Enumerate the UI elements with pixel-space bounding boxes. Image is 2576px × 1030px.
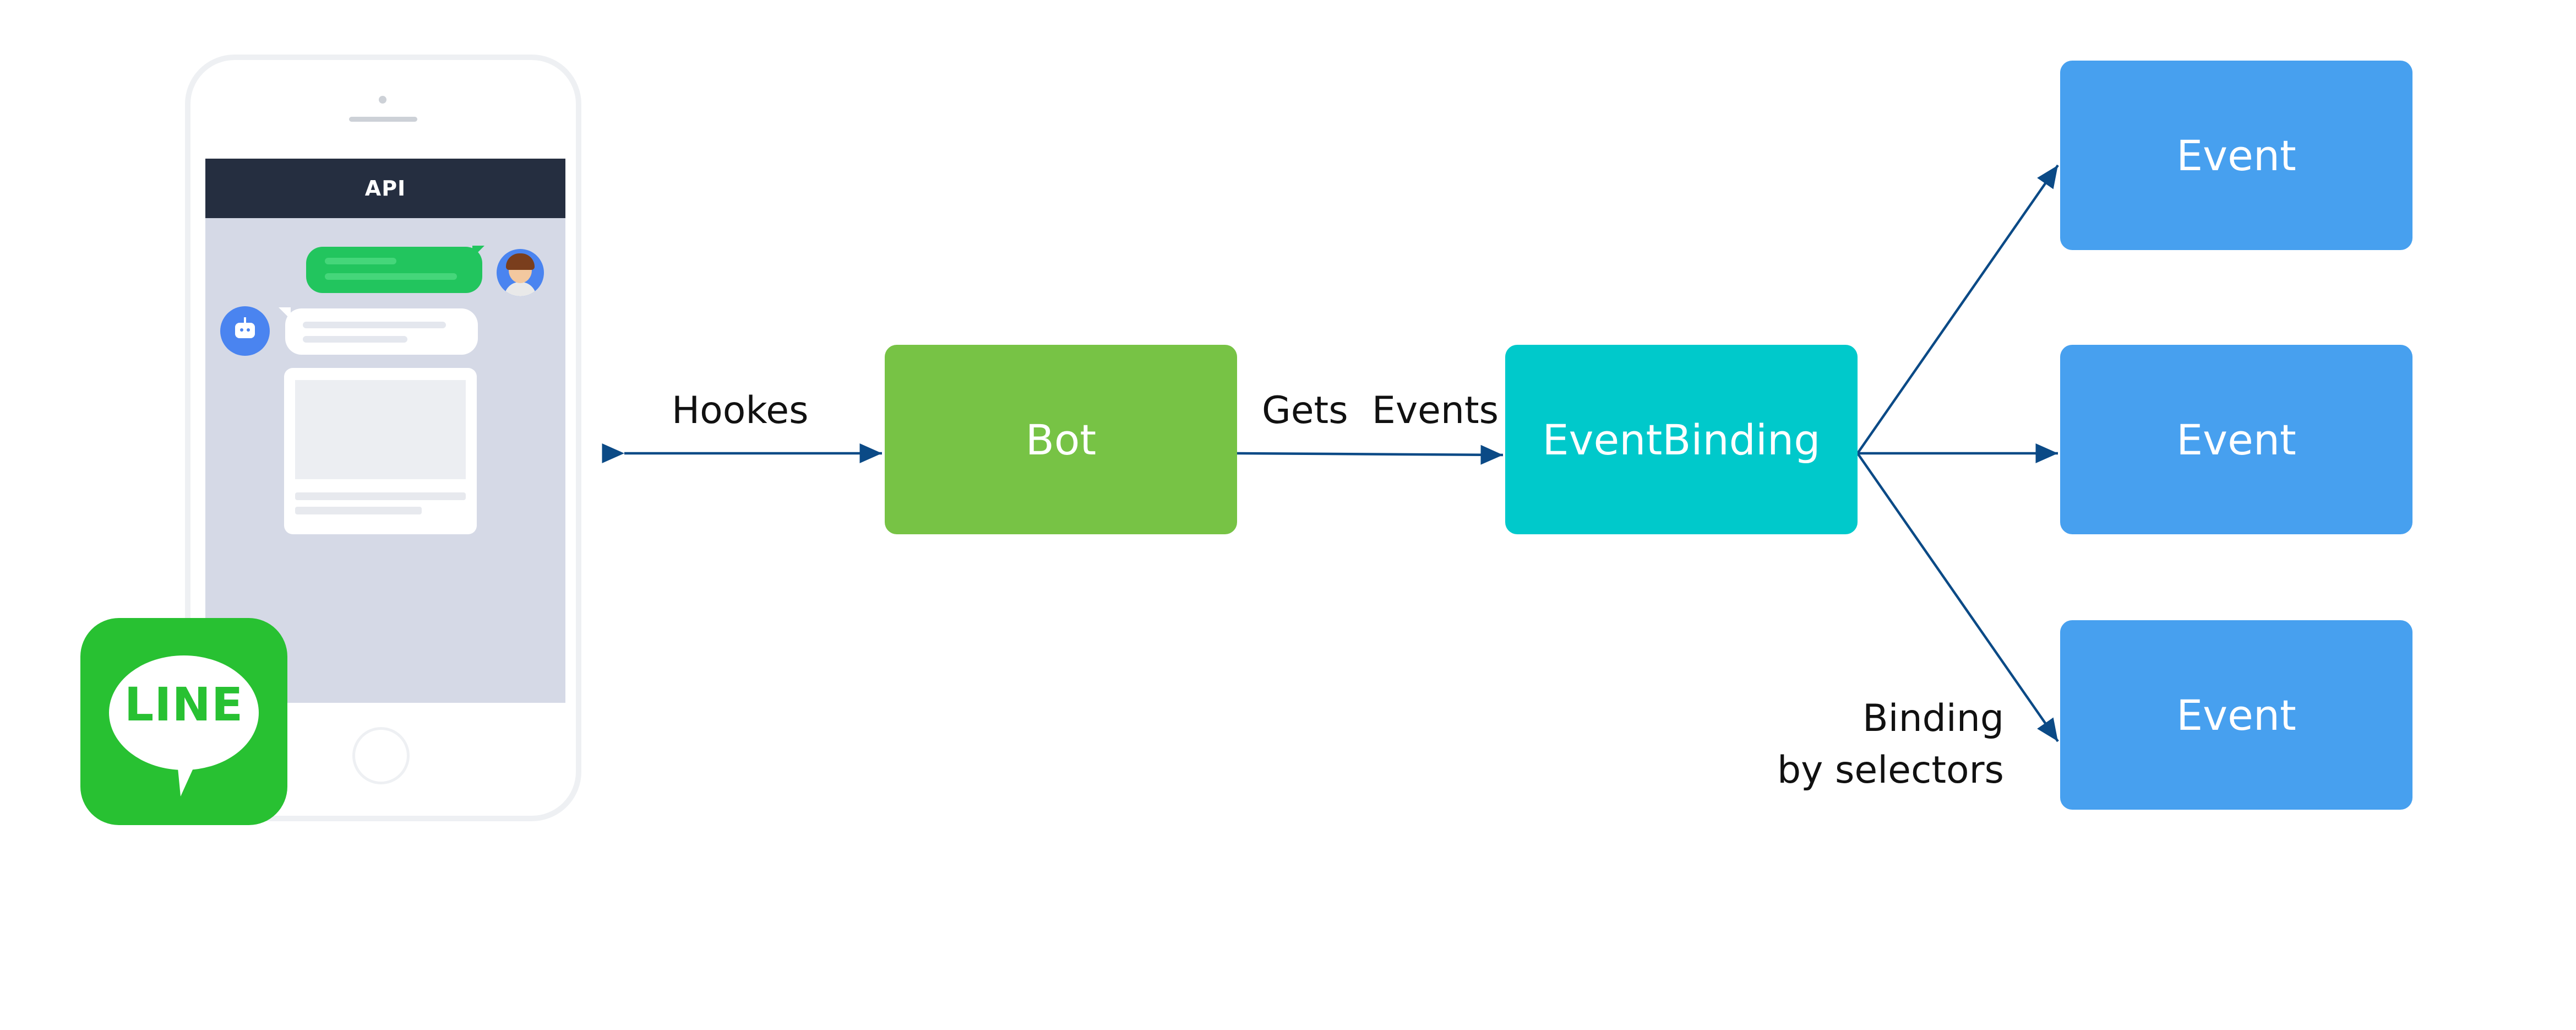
- phone-speaker: [349, 117, 417, 122]
- event-binding-node-label: EventBinding: [1542, 415, 1821, 464]
- card-text-line: [295, 507, 422, 514]
- event-node-label: Event: [2176, 415, 2296, 464]
- incoming-message-tail: [279, 307, 291, 319]
- line-logo-icon: LINE: [80, 618, 287, 825]
- line-logo-text: LINE: [124, 677, 244, 731]
- bot-avatar-icon: [220, 306, 270, 356]
- event-node-3: Event: [2060, 620, 2412, 810]
- event-binding-node: EventBinding: [1505, 345, 1858, 534]
- event-node-1: Event: [2060, 61, 2412, 250]
- bot-node-label: Bot: [1025, 415, 1097, 464]
- event-node-label: Event: [2176, 131, 2296, 180]
- binding-arrow-event-1: [1856, 164, 2059, 454]
- phone-header: API: [205, 159, 565, 218]
- outgoing-message-tail: [472, 246, 484, 258]
- phone-header-title: API: [364, 176, 406, 200]
- outgoing-message-line: [325, 258, 396, 264]
- event-node-label: Event: [2176, 690, 2296, 740]
- incoming-message-line: [303, 336, 407, 343]
- binding-label-line-1: Binding: [1862, 697, 2004, 740]
- card-text-line: [295, 492, 466, 500]
- binding-arrow-event-3: [1856, 452, 2059, 742]
- hookes-label: Hookes: [672, 389, 809, 432]
- line-speech-bubble-icon: [109, 655, 259, 796]
- event-node-2: Event: [2060, 345, 2412, 534]
- phone-home-button: [352, 727, 410, 784]
- outgoing-message-bubble: [306, 247, 482, 293]
- outgoing-message-line: [325, 273, 457, 280]
- binding-by-selectors-label: Binding by selectors: [1729, 693, 2004, 796]
- gets-events-label: Gets Events: [1262, 389, 1499, 432]
- card-image-placeholder: [295, 380, 466, 479]
- user-avatar-icon: [497, 249, 544, 296]
- gets-events-arrow: [1237, 444, 1504, 465]
- incoming-message-bubble: [285, 308, 478, 355]
- incoming-message-line: [303, 322, 446, 328]
- binding-label-line-2: by selectors: [1777, 749, 2004, 792]
- phone-camera-dot: [379, 96, 386, 104]
- bot-node: Bot: [885, 345, 1237, 534]
